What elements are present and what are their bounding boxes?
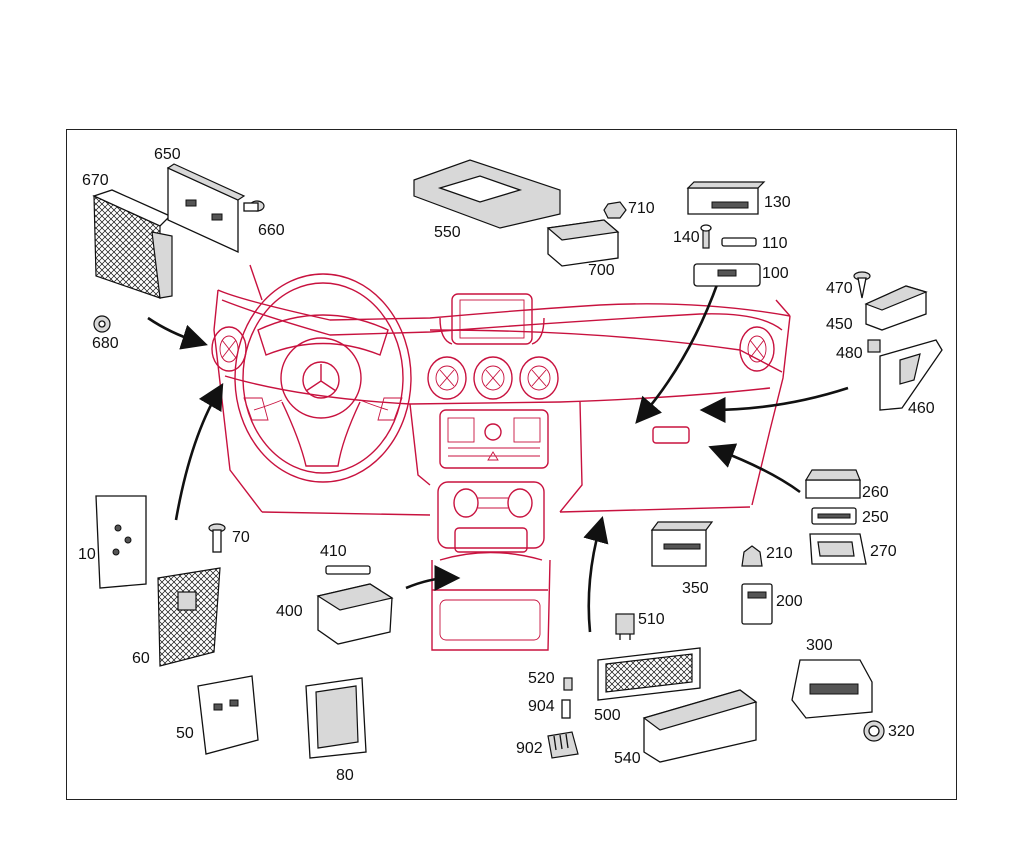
part-650 bbox=[166, 163, 246, 254]
part-520 bbox=[563, 677, 573, 691]
center-display bbox=[439, 293, 545, 345]
callout-450: 450 bbox=[826, 316, 853, 333]
callout-500: 500 bbox=[594, 707, 621, 724]
center-console bbox=[431, 481, 551, 651]
part-100 bbox=[693, 263, 761, 287]
callout-400: 400 bbox=[276, 603, 303, 620]
part-260 bbox=[804, 469, 861, 499]
callout-80: 80 bbox=[336, 767, 354, 784]
callout-410: 410 bbox=[320, 543, 347, 560]
callout-200: 200 bbox=[776, 593, 803, 610]
part-320 bbox=[863, 720, 885, 742]
callout-10: 10 bbox=[78, 546, 96, 563]
part-500 bbox=[597, 647, 701, 701]
part-60 bbox=[157, 567, 221, 667]
part-10 bbox=[95, 495, 147, 589]
center-vents bbox=[427, 356, 559, 400]
callout-680: 680 bbox=[92, 335, 119, 352]
callout-902: 902 bbox=[516, 740, 543, 757]
diagram-frame bbox=[66, 129, 957, 800]
part-480 bbox=[867, 339, 881, 353]
callout-260: 260 bbox=[862, 484, 889, 501]
part-660 bbox=[243, 200, 265, 212]
part-540 bbox=[642, 689, 758, 763]
part-350 bbox=[650, 521, 714, 567]
part-710 bbox=[603, 201, 627, 219]
part-450 bbox=[864, 285, 928, 331]
callout-460: 460 bbox=[908, 400, 935, 417]
callout-650: 650 bbox=[154, 146, 181, 163]
callout-100: 100 bbox=[762, 265, 789, 282]
part-550 bbox=[413, 159, 561, 229]
part-50 bbox=[197, 675, 259, 755]
callout-510: 510 bbox=[638, 611, 665, 628]
part-200 bbox=[741, 583, 773, 625]
part-410 bbox=[325, 565, 371, 575]
part-902 bbox=[547, 731, 579, 759]
callout-480: 480 bbox=[836, 345, 863, 362]
callout-140: 140 bbox=[673, 229, 700, 246]
callout-60: 60 bbox=[132, 650, 150, 667]
arrows bbox=[147, 281, 849, 633]
dashboard-outline bbox=[211, 264, 791, 516]
callout-250: 250 bbox=[862, 509, 889, 526]
callout-130: 130 bbox=[764, 194, 791, 211]
part-250 bbox=[811, 507, 857, 525]
part-110 bbox=[721, 237, 757, 247]
callout-904: 904 bbox=[528, 698, 555, 715]
callout-550: 550 bbox=[434, 224, 461, 241]
part-700 bbox=[546, 219, 620, 267]
part-140 bbox=[700, 224, 712, 249]
part-400 bbox=[316, 583, 394, 645]
callout-520: 520 bbox=[528, 670, 555, 687]
part-460 bbox=[879, 339, 943, 411]
callout-50: 50 bbox=[176, 725, 194, 742]
part-130 bbox=[686, 181, 766, 215]
center-control-panel bbox=[439, 409, 549, 469]
callout-670: 670 bbox=[82, 172, 109, 189]
part-70 bbox=[208, 523, 226, 553]
part-270 bbox=[809, 533, 867, 565]
part-904 bbox=[561, 699, 571, 719]
callout-270: 270 bbox=[870, 543, 897, 560]
callout-700: 700 bbox=[588, 262, 615, 279]
part-470 bbox=[853, 271, 871, 299]
callout-470: 470 bbox=[826, 280, 853, 297]
callout-110: 110 bbox=[762, 235, 788, 252]
callout-210: 210 bbox=[766, 545, 793, 562]
part-680 bbox=[93, 315, 111, 333]
callout-70: 70 bbox=[232, 529, 250, 546]
steering-wheel bbox=[234, 273, 412, 483]
callout-710: 710 bbox=[628, 200, 655, 217]
callout-300: 300 bbox=[806, 637, 833, 654]
part-670 bbox=[92, 189, 173, 299]
callout-350: 350 bbox=[682, 580, 709, 597]
part-300 bbox=[791, 659, 873, 719]
callout-540: 540 bbox=[614, 750, 641, 767]
part-80 bbox=[305, 677, 367, 759]
callout-320: 320 bbox=[888, 723, 915, 740]
part-210 bbox=[741, 545, 763, 567]
part-510 bbox=[615, 613, 635, 640]
callout-660: 660 bbox=[258, 222, 285, 239]
